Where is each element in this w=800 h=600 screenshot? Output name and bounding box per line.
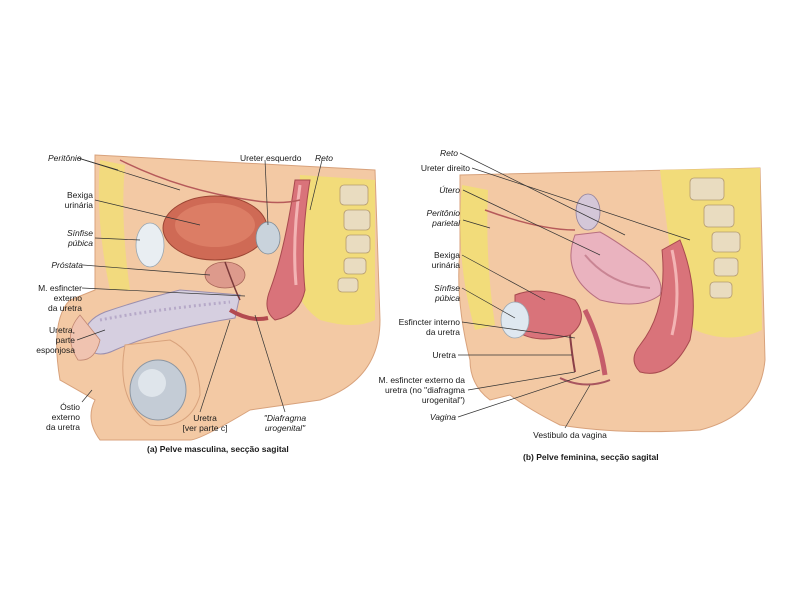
label-female-sinfise: Sínfise púbica — [434, 283, 460, 303]
label-male-uretra-esponjosa: Uretra, parte esponjosa — [36, 325, 75, 355]
label-female-peritonio: Peritônio parietal — [426, 208, 460, 228]
female-leader-lines — [457, 152, 691, 429]
caption-male: (a) Pelve masculina, secção sagital — [147, 444, 289, 454]
label-female-utero: Útero — [439, 185, 460, 195]
label-male-sinfise: Sínfise púbica — [67, 228, 93, 248]
label-male-ostio: Óstio externo da uretra — [45, 402, 80, 432]
label-male-ureter: Ureter esquerdo — [240, 153, 302, 163]
label-female-esfincter-externo: M. esfincter externo da uretra (no "diaf… — [378, 375, 465, 405]
label-female-esfincter-interno: Esfincter interno da uretra — [398, 317, 460, 337]
label-female-vestibulo: Vestibulo da vagina — [533, 430, 607, 440]
male-leader-lines — [76, 157, 323, 413]
caption-female: (b) Pelve feminina, secção sagital — [523, 452, 659, 462]
label-male-reto: Reto — [315, 153, 333, 163]
female-pelvis-drawing — [458, 167, 766, 433]
label-male-uretra: Uretra [ver parte c] — [182, 413, 228, 433]
label-male-bexiga: Bexiga urinária — [64, 190, 93, 210]
label-male-diafragma: "Diafragma urogenital" — [263, 413, 307, 433]
label-female-bexiga: Bexiga urinária — [431, 250, 460, 270]
label-female-uretra: Uretra — [432, 350, 456, 360]
label-male-esfincter: M. esfincter externo da uretra — [38, 283, 82, 313]
label-female-vagina: Vagina — [429, 412, 456, 422]
label-male-peritonio: Peritônio — [48, 153, 82, 163]
label-male-prostata: Próstata — [51, 260, 83, 270]
label-female-ureter: Ureter direito — [420, 163, 470, 173]
male-pelvis-drawing — [56, 154, 381, 441]
label-female-reto: Reto — [440, 148, 458, 158]
